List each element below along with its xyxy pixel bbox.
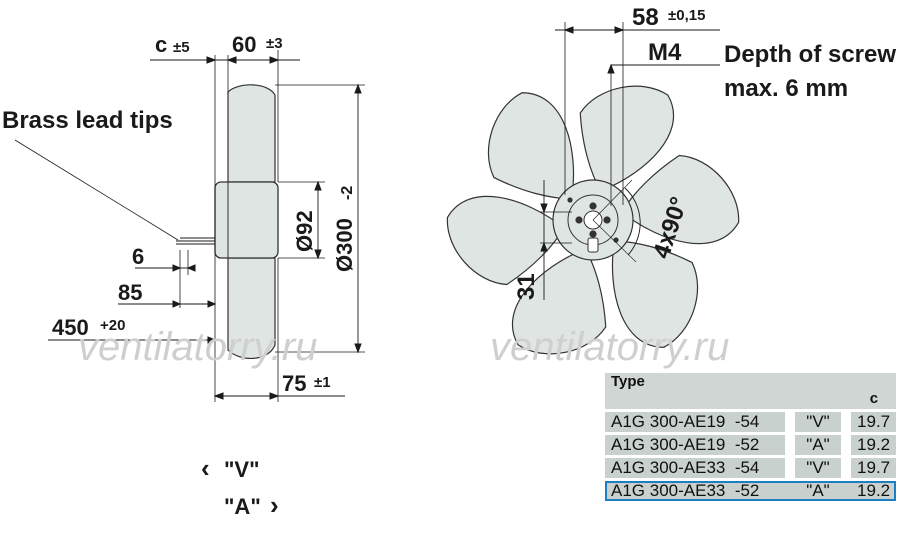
side-blade-outline: [227, 84, 276, 183]
front-view: [446, 85, 740, 355]
row-rotation: "V": [795, 458, 841, 478]
fan-blade: [487, 92, 575, 200]
row-c: 19.2: [851, 481, 897, 501]
row-model: A1G 300-AE19: [611, 435, 726, 454]
dim-75: 75: [282, 371, 306, 396]
dim-diameter-300: Ø300: [332, 218, 357, 272]
dim-450: 450: [52, 315, 89, 340]
label-c: c: [155, 32, 167, 57]
dim-diameter-92: Ø92: [292, 210, 317, 252]
tol-450: +20: [100, 317, 125, 334]
tol-75: ±1: [314, 374, 331, 391]
dim-85: 85: [118, 280, 142, 305]
watermark-left: ventilatorry.ru: [78, 325, 317, 369]
dim-58: 58: [632, 4, 659, 31]
row-c: 19.2: [851, 435, 897, 455]
rotation-a-label: "A": [224, 494, 261, 519]
row-rotation: "V": [795, 412, 841, 432]
row-model: A1G 300-AE33: [611, 481, 726, 500]
fan-blade: [512, 248, 607, 355]
type-table: Type c A1G 300-AE19 -54 "V" 19.7 A1G 300…: [605, 370, 897, 504]
table-row: A1G 300-AE19 -54 "V" 19.7: [605, 412, 897, 432]
tol-c: ±5: [173, 39, 190, 56]
row-rotation: "A": [795, 435, 841, 455]
side-motor-hub: [214, 181, 279, 259]
row-model: A1G 300-AE33: [611, 458, 726, 477]
depth-line-1: Depth of screw: [724, 41, 896, 68]
arrow-left-icon: ‹: [201, 453, 210, 483]
tol-diameter-300: -2: [339, 186, 356, 200]
depth-line-2: max. 6 mm: [724, 75, 848, 102]
rotation-v-label: "V": [224, 457, 260, 482]
dim-31: 31: [513, 273, 540, 300]
label-m4: M4: [648, 39, 682, 66]
row-suffix: -54: [734, 458, 760, 477]
row-model: A1G 300-AE19: [611, 412, 726, 431]
fan-blade: [611, 240, 699, 348]
header-c: c: [869, 390, 879, 407]
row-rotation: "A": [795, 481, 841, 501]
table-row-selected[interactable]: A1G 300-AE33 -52 "A" 19.2: [605, 481, 897, 501]
watermark-right: ventilatorry.ru: [490, 325, 729, 369]
fan-blades: [446, 85, 740, 355]
front-dimensions: [540, 22, 720, 300]
tol-58: ±0,15: [668, 7, 705, 24]
callout-brass-lead-tips: Brass lead tips: [2, 107, 173, 134]
side-view: [14, 50, 365, 402]
type-table-header: Type c: [605, 373, 897, 409]
dim-60: 60: [232, 32, 256, 57]
row-suffix: -54: [734, 412, 760, 431]
fan-blade: [621, 154, 740, 245]
table-row: A1G 300-AE19 -52 "A" 19.2: [605, 435, 897, 455]
row-suffix: -52: [734, 481, 760, 500]
table-row: A1G 300-AE33 -54 "V" 19.7: [605, 458, 897, 478]
tol-60: ±3: [266, 35, 283, 52]
arrow-right-icon: ›: [270, 490, 279, 520]
fan-blade: [579, 85, 674, 192]
fan-blade: [446, 195, 565, 286]
row-c: 19.7: [851, 458, 897, 478]
row-c: 19.7: [851, 412, 897, 432]
row-suffix: -52: [734, 435, 760, 454]
dim-6: 6: [132, 244, 144, 269]
header-type: Type: [611, 373, 645, 390]
